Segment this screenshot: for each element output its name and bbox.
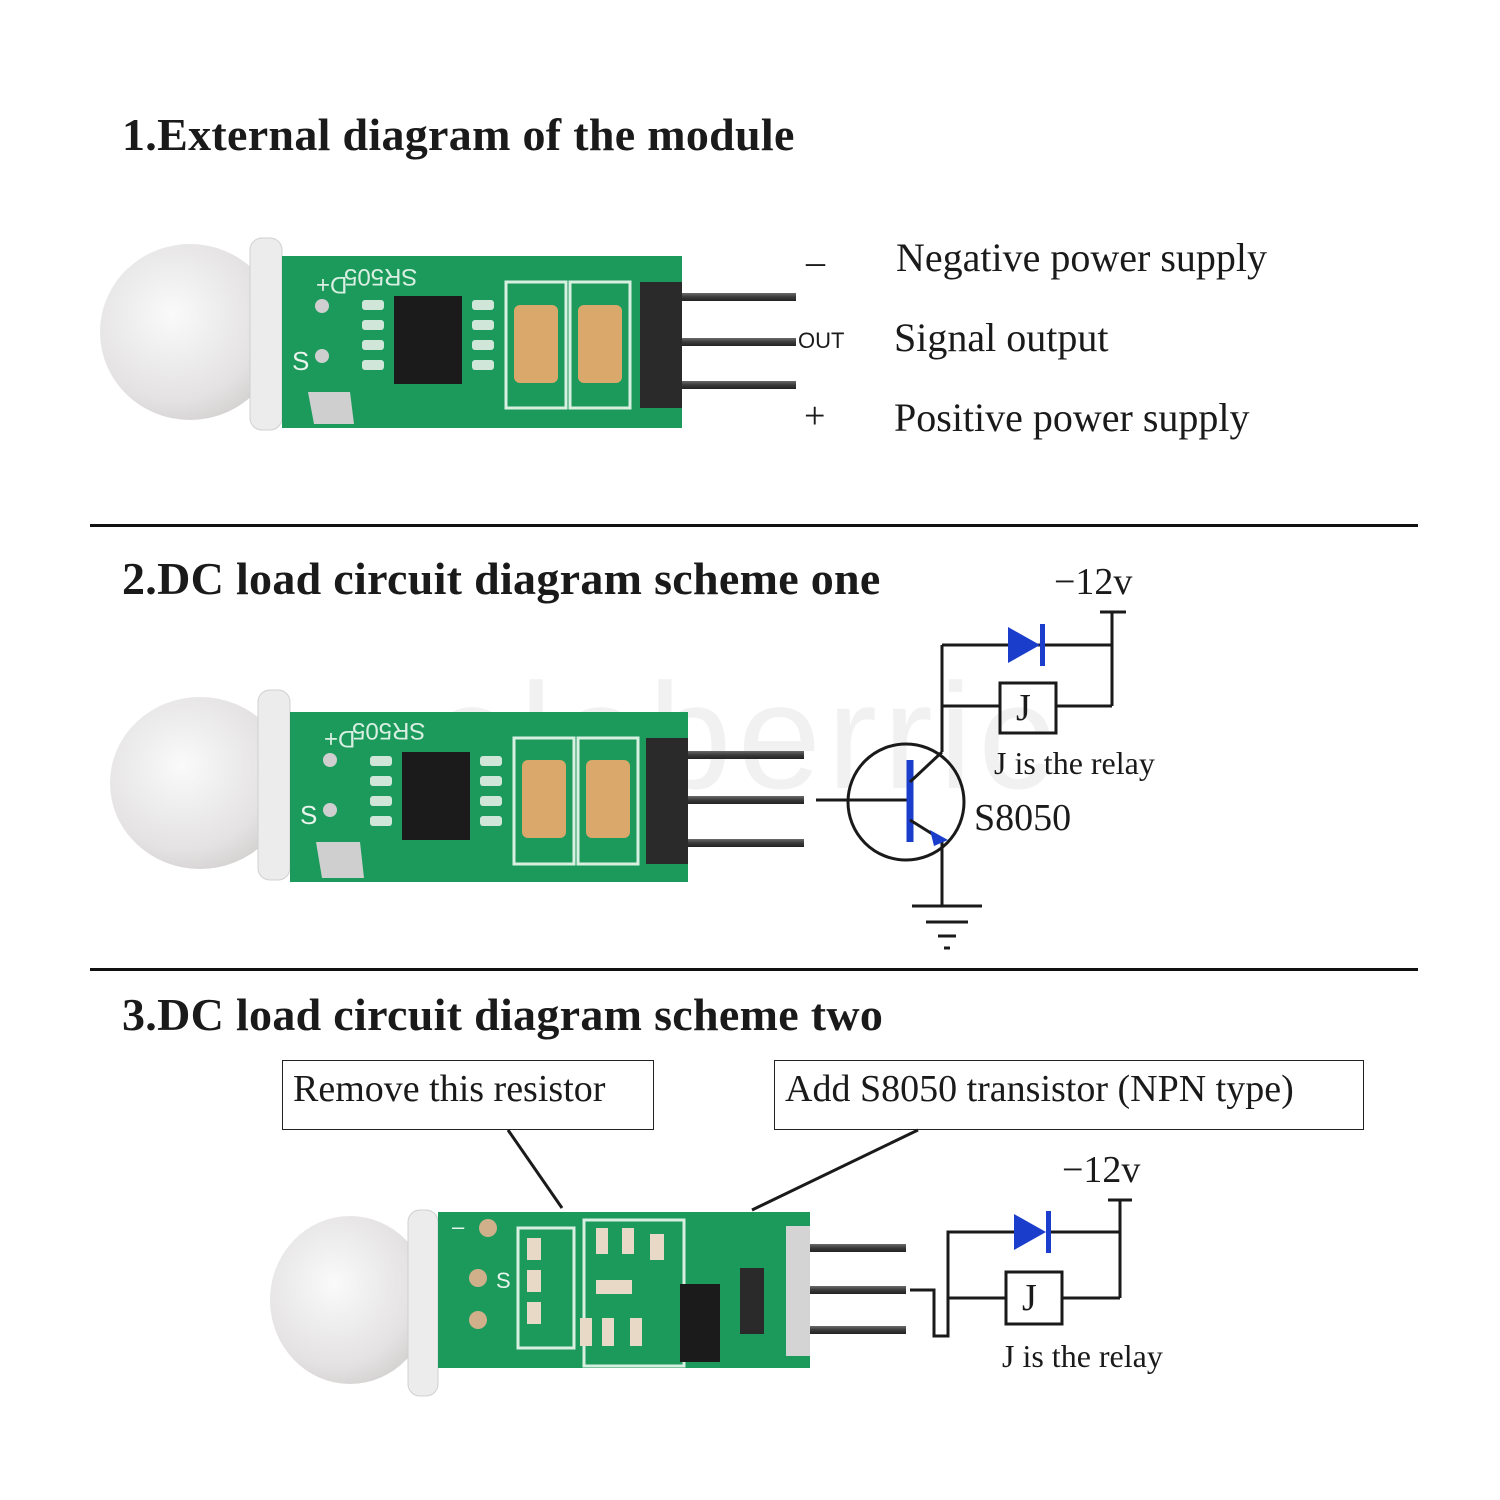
relay-note-2: J is the relay [1002,1338,1163,1374]
capacitor-2b [586,760,630,838]
board-model-text-2: SR505 [352,717,426,744]
pin-signal-1 [682,338,796,346]
remove-resistor-label: Remove this resistor [282,1060,654,1130]
section-1-title: 1.External diagram of the module [122,109,795,160]
ic-chip-3 [680,1284,720,1362]
pin-positive-1 [682,381,796,389]
section-2-title: 2.DC load circuit diagram scheme one [122,553,881,604]
add-transistor-label: Add S8050 transistor (NPN type) [774,1060,1364,1130]
negative-pin-mark: – [806,241,825,283]
voltage-label-1: −12v [1054,561,1133,603]
positive-pin-label: Positive power supply [894,395,1250,440]
diode-1 [1008,627,1040,663]
board-s-text-1: S [292,346,310,376]
divider-1 [90,524,1418,527]
relay-note-1: J is the relay [994,745,1155,781]
leader-line-add [751,1128,919,1212]
module-1 [100,237,796,431]
transistor-symbol-1 [846,742,966,862]
pir-lens-2 [110,697,290,869]
relay-box-2 [1004,1270,1064,1326]
positive-pin-mark: + [804,395,826,437]
relay-box-1 [998,681,1058,735]
module-2 [110,689,804,882]
circuit-scheme-one [816,610,1126,950]
pin-header-1 [640,282,682,408]
pir-lens-3 [270,1216,430,1384]
relay-symbol-2: J [1022,1277,1037,1319]
pir-lens-1 [100,244,280,420]
capacitor-2a [522,760,566,838]
voltage-label-2: −12v [1062,1149,1141,1191]
divider-2 [90,968,1418,971]
signal-pin-mark: OUT [798,328,845,353]
pin-negative-1 [682,293,796,301]
ic-chip-2 [402,752,470,840]
circuit-scheme-two [910,1198,1132,1338]
board-s-text-2: S [300,800,318,830]
ic-chip-1 [394,296,462,384]
leader-line-remove [506,1129,564,1209]
board-dplus-text-2: D+ [324,725,356,752]
signal-pin-label: Signal output [894,315,1109,360]
board-s-text-3: S [496,1268,511,1293]
pin-pads-3 [786,1226,810,1356]
transistor-label-1: S8050 [974,797,1072,839]
negative-pin-label: Negative power supply [896,235,1268,280]
board-minus-text-3: – [452,1214,465,1239]
module-3 [270,1209,906,1397]
diode-2 [1014,1214,1046,1250]
board-dplus-text-1: D+ [316,271,348,298]
pin-header-2 [646,738,688,864]
section-3-title: 3.DC load circuit diagram scheme two [122,989,884,1040]
emitter-arrow-1 [930,830,948,846]
capacitor-1a [514,305,558,383]
capacitor-1b [578,305,622,383]
transistor-pads-3 [740,1268,764,1334]
relay-symbol-1: J [1016,687,1031,729]
board-model-text-1: SR505 [344,263,418,290]
